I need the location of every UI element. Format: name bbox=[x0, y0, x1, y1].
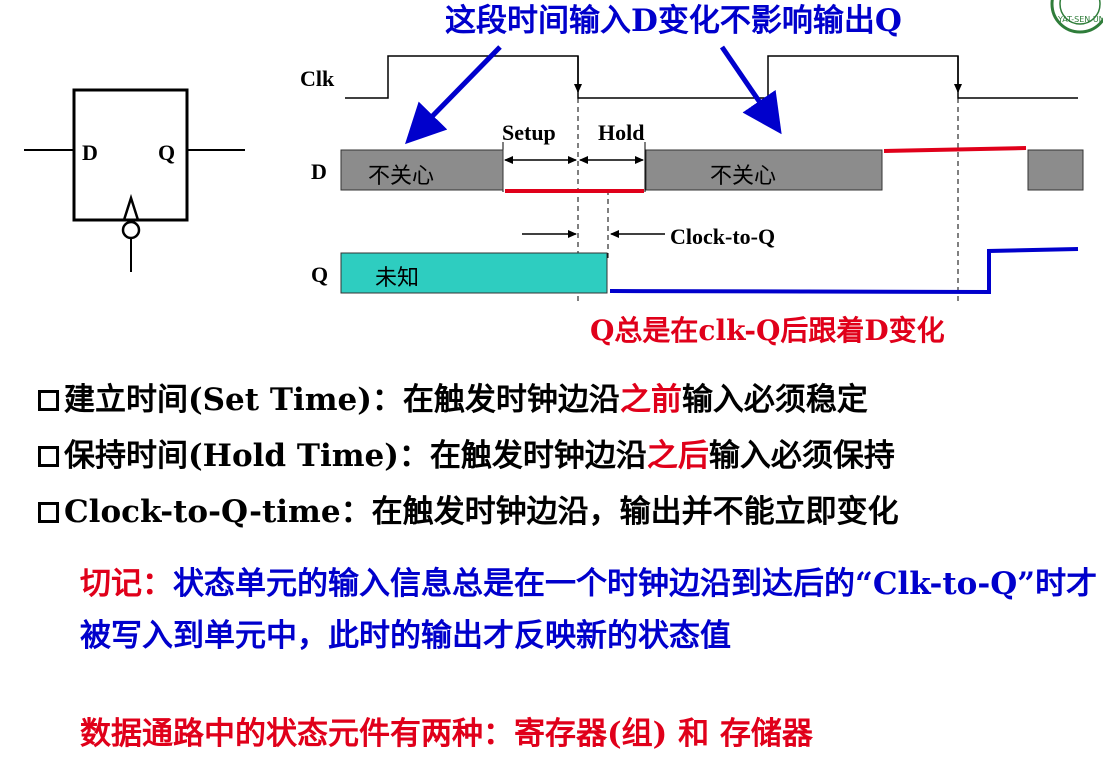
setup-label: Setup bbox=[502, 120, 556, 145]
annotation-arrow-right bbox=[719, 45, 782, 135]
bullet-text: 建立时间(Set Time)：在触发时钟边沿 bbox=[64, 382, 620, 418]
bullet-setup-time: 建立时间(Set Time)：在触发时钟边沿之前输入必须稳定 bbox=[38, 372, 1098, 428]
q-output-waveform bbox=[609, 247, 1079, 295]
d-dont-care-box-3 bbox=[1027, 149, 1084, 191]
bullet-list: 建立时间(Set Time)：在触发时钟边沿之前输入必须稳定 保持时间(Hold… bbox=[38, 372, 1098, 540]
flipflop-d-pin: D bbox=[82, 140, 98, 165]
checkbox-icon bbox=[38, 445, 59, 467]
bottom-annotation: Q总是在clk-Q后跟着D变化 bbox=[590, 314, 945, 347]
dont-care-label-1: 不关心 bbox=[368, 164, 434, 189]
bullet-clock-to-q: Clock-to-Q-time：在触发时钟边沿，输出并不能立即变化 bbox=[38, 484, 1098, 540]
annotation-arrow-left bbox=[405, 45, 502, 145]
svg-text:YAT-SEN UNIVE: YAT-SEN UNIVE bbox=[1057, 15, 1103, 24]
note-label: 切记： bbox=[80, 566, 173, 602]
clk-signal-label: Clk bbox=[300, 66, 335, 91]
hold-label: Hold bbox=[598, 120, 644, 145]
bullet-text: 保持时间(Hold Time)：在触发时钟边沿 bbox=[64, 438, 647, 474]
remember-note: 切记：状态单元的输入信息总是在一个时钟边沿到达后的“Clk-to-Q”时才被写入… bbox=[80, 558, 1100, 662]
flip-flop-symbol bbox=[24, 88, 245, 272]
university-logo: YAT-SEN UNIVE bbox=[1050, 0, 1103, 34]
top-annotation: 这段时间输入D变化不影响输出Q bbox=[445, 3, 902, 39]
timing-diagram: 这段时间输入D变化不影响输出Q YAT-SEN UNIVE D Q Clk D … bbox=[24, 0, 1103, 347]
dont-care-label-2: 不关心 bbox=[710, 164, 776, 189]
unknown-label: 未知 bbox=[375, 266, 419, 291]
bullet-hold-time: 保持时间(Hold Time)：在触发时钟边沿之后输入必须保持 bbox=[38, 428, 1098, 484]
d-dont-care-box-2 bbox=[645, 149, 883, 191]
q-unknown-box bbox=[340, 252, 608, 294]
state-elements-line: 数据通路中的状态元件有两种：寄存器(组) 和 存储器 bbox=[80, 716, 813, 752]
d-stable-segment-2 bbox=[883, 146, 1027, 153]
bullet-text-end: 输入必须稳定 bbox=[681, 382, 868, 418]
bullet-highlight: 之后 bbox=[646, 438, 709, 474]
q-signal-label: Q bbox=[311, 262, 328, 287]
bullet-text-end: 输入必须保持 bbox=[708, 438, 895, 474]
bullet-text: Clock-to-Q-time：在触发时钟边沿，输出并不能立即变化 bbox=[64, 494, 899, 530]
checkbox-icon bbox=[38, 389, 59, 411]
clock-to-q-label: Clock-to-Q bbox=[670, 224, 775, 249]
flipflop-q-pin: Q bbox=[158, 140, 175, 165]
d-dont-care-box-1 bbox=[340, 149, 504, 191]
bullet-highlight: 之前 bbox=[619, 382, 682, 418]
checkbox-icon bbox=[38, 501, 59, 523]
note-text: 状态单元的输入信息总是在一个时钟边沿到达后的“Clk-to-Q”时才被写入到单元… bbox=[80, 566, 1098, 654]
d-signal-label: D bbox=[311, 159, 327, 184]
